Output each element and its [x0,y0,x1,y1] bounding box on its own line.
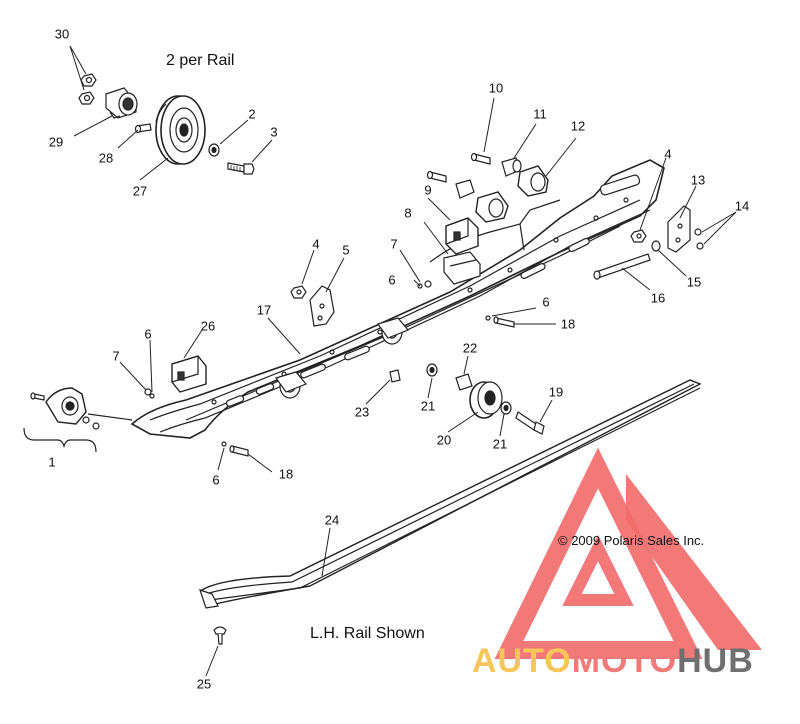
bolt-3 [227,162,255,175]
screws-14 [694,228,704,250]
watermark-part-hub: HUB [677,642,754,680]
watermark-triangle-logo [494,447,762,659]
idler-wheel-assembly [78,73,255,175]
nut-30-lower [78,91,95,105]
washer-21-right [500,401,512,415]
bolt-19 [515,411,545,435]
rail-holes [211,197,629,405]
callout-17: 17 [256,302,272,318]
callout-8: 8 [404,205,412,221]
callout-27: 27 [132,183,148,199]
callout-18-lower: 18 [278,466,294,482]
callout-6-lower: 6 [212,472,220,488]
callout-18-upper: 18 [560,316,576,332]
callout-4-right: 4 [664,146,672,162]
callout-6-left: 6 [144,326,152,342]
callout-21-left: 21 [420,398,436,414]
tip-nuts [82,416,100,430]
washer-2 [208,143,220,157]
axle-block-29 [105,87,138,119]
pin-28 [134,123,152,134]
idler-wheel-27 [155,95,206,165]
callout-3: 3 [270,124,278,140]
rivet-25 [213,626,227,645]
bracket-5 [309,285,335,327]
front-tip-assembly-1 [23,387,133,453]
callout-29: 29 [48,134,64,150]
bushing-12 [517,165,549,197]
copyright-notice: © 2009 Polaris Sales Inc. [558,533,705,548]
screw-23 [389,369,401,383]
callout-22: 22 [462,340,478,356]
callout-24: 24 [324,512,340,528]
callout-23: 23 [354,404,370,420]
washer-21-left [426,363,438,377]
pin-18-upper [493,316,515,328]
watermark-part-auto: AUTO [472,642,572,680]
pin-18-lower [229,445,249,457]
callout-13: 13 [690,172,706,188]
callout-19: 19 [548,384,564,400]
callout-6-right: 6 [542,294,550,310]
bumper-block-26 [171,355,207,393]
watermark-part-moto: MOTO [571,642,678,680]
watermark-brand-text: AUTOMOTOHUB [472,642,754,681]
callout-6-upper: 6 [388,272,396,288]
per-rail-caption: 2 per Rail [166,52,235,69]
callout-20: 20 [436,432,452,448]
bushing-11 [501,157,522,177]
wheel-20 [469,381,503,419]
screw-7-left [144,388,152,396]
slide-block-8 [442,251,482,285]
callout-10: 10 [488,80,504,96]
callout-25: 25 [196,676,212,692]
bracket-13 [667,205,691,253]
callout-5: 5 [342,242,350,258]
spacer-15 [651,240,661,252]
screw-7-upper [424,280,432,288]
nut-30-upper [80,73,97,87]
slide-rail-frame [130,159,665,439]
block-9 [445,217,479,255]
callout-14: 14 [734,198,750,214]
callout-12: 12 [570,118,586,134]
callout-4-left: 4 [312,236,320,252]
pin-and-bushing-mid [426,170,509,223]
wear-strip-24 [199,379,702,609]
callout-16: 16 [650,290,666,306]
callout-30: 30 [54,26,70,42]
nut-4-left [290,285,307,299]
bolt-10 [470,152,491,165]
nut-4-right [630,229,647,243]
callout-1: 1 [48,454,56,470]
callout-26: 26 [200,318,216,334]
rail-slots [225,174,641,407]
callout-11: 11 [533,106,547,122]
callout-28: 28 [98,150,114,166]
callout-7-upper: 7 [390,236,398,252]
washer-6-right [485,315,491,321]
axle-16 [593,253,651,280]
rail-shown-caption: L.H. Rail Shown [310,625,425,642]
callout-21-right: 21 [492,436,508,452]
callout-7-left: 7 [112,348,120,364]
callout-2: 2 [248,106,256,122]
spacer-22 [455,373,473,391]
washer-6-left [149,393,155,399]
washer-6-lower [221,441,227,447]
callout-15: 15 [686,274,702,290]
callout-9: 9 [424,182,432,198]
frame-mounted-wheels [275,317,409,399]
leader-lines [69,45,737,677]
tip-bolt-left [30,392,45,401]
